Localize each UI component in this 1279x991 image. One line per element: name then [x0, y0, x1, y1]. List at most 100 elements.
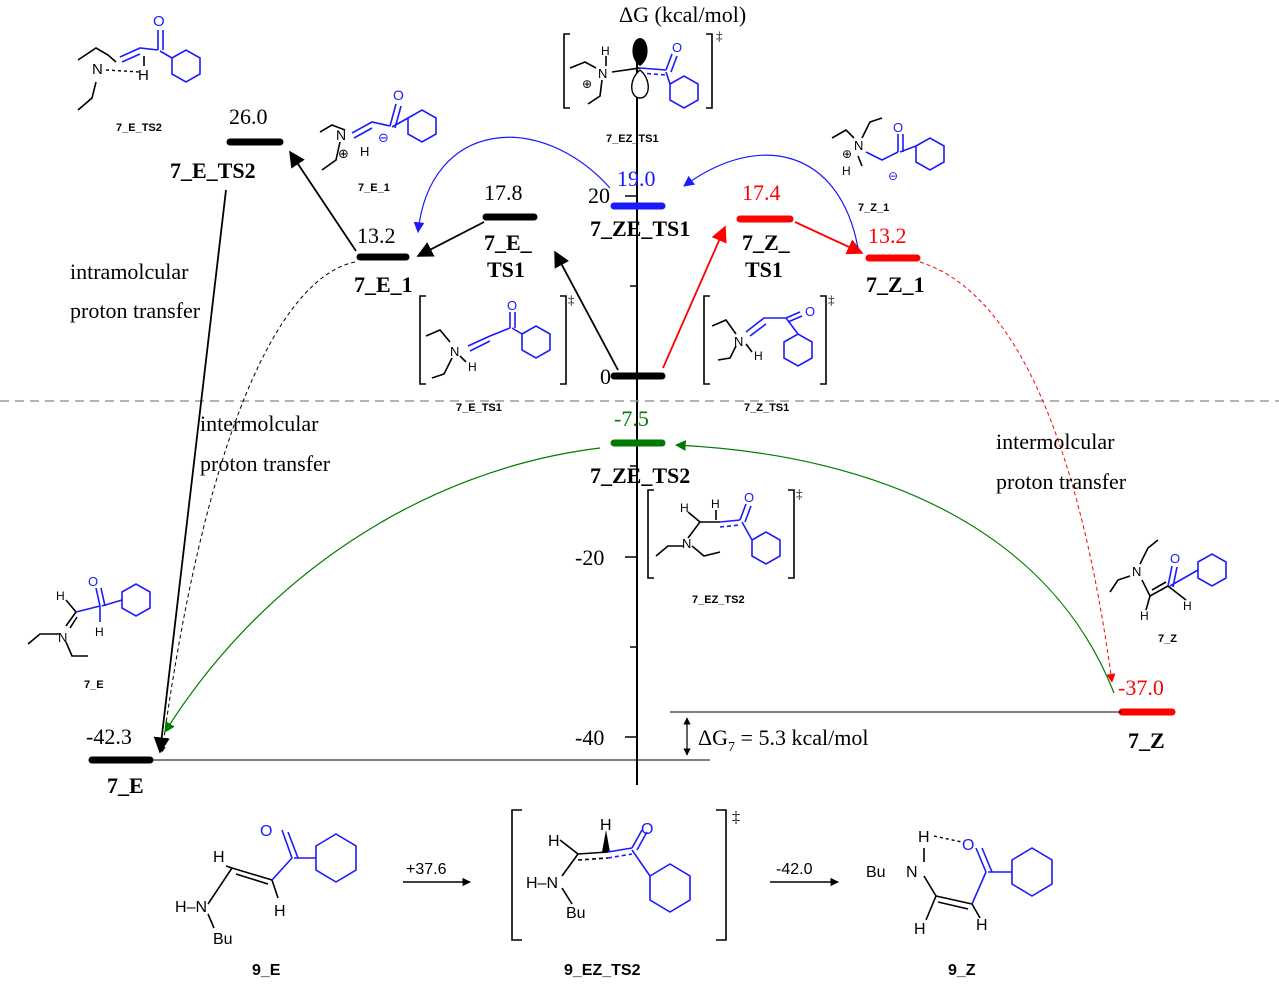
label-s7-EZ-TS1: 7_EZ_TS1	[606, 133, 659, 145]
dagger: ‡	[716, 28, 723, 43]
arrow2-label: -42.0	[776, 861, 813, 878]
atom-h: H	[600, 817, 612, 834]
label-7-E-1: 7_E_1	[354, 272, 413, 297]
atom-plus: ⊕	[582, 77, 592, 91]
atom-bu: Bu	[213, 931, 233, 948]
dagger: ‡	[568, 292, 575, 307]
arrow-7-E-1-to-7-E-dashed	[159, 261, 356, 753]
atom-h: H	[976, 917, 988, 934]
atom-h: H	[138, 67, 149, 84]
label-s7-Z-TS1: 7_Z_TS1	[744, 402, 789, 414]
p-orbital-bottom	[631, 69, 649, 99]
wedge-bond	[602, 830, 610, 852]
label-7-E-TS1-l2: TS1	[487, 257, 525, 282]
atom-o: O	[641, 821, 653, 838]
arrow-start-to-7-E-TS1	[554, 250, 619, 371]
label-s7-E-TS2: 7_E_TS2	[116, 122, 162, 134]
atom-o: O	[805, 304, 815, 319]
atom-bu: Bu	[566, 905, 586, 922]
atom-o: O	[507, 298, 517, 313]
label-7-Z-TS1-l2: TS1	[745, 257, 783, 282]
atom-h: H	[213, 849, 225, 866]
atom-n: N	[598, 66, 607, 81]
atom-h: H	[1140, 609, 1149, 623]
atom-h: H	[754, 349, 763, 363]
delta-g-suffix: = 5.3 kcal/mol	[735, 725, 868, 750]
structure-7-E-1: N ⊕ H O ⊖ 7_E_1	[319, 87, 437, 194]
intra-label-l2: proton transfer	[70, 298, 201, 323]
label-7-Z-TS1-l1: 7_Z_	[742, 230, 791, 255]
label-7-Z-1: 7_Z_1	[866, 272, 925, 297]
atom-h: H	[548, 833, 560, 850]
tick-label-m40: -40	[575, 725, 604, 750]
atom-o: O	[1170, 551, 1180, 566]
atom-h: H	[274, 903, 286, 920]
atom-h: H	[1183, 599, 1192, 613]
dagger: ‡	[796, 486, 803, 501]
structure-7-Z: N H H O 7_Z	[1109, 539, 1227, 645]
atom-minus: ⊖	[378, 130, 389, 145]
value-7-E-1: 13.2	[357, 223, 396, 248]
atom-o: O	[260, 823, 272, 840]
h-bond-dashed	[933, 835, 963, 843]
value-7-E-TS1: 17.8	[484, 180, 523, 205]
label-7-E: 7_E	[107, 773, 144, 798]
axis-title: ΔG (kcal/mol)	[619, 2, 746, 27]
atom-h: H	[711, 497, 720, 511]
label-s7-Z-1: 7_Z_1	[858, 202, 889, 214]
arrow1-label: +37.6	[406, 861, 447, 878]
atom-o: O	[393, 87, 404, 103]
delta-g-prefix: ΔG	[698, 725, 728, 750]
value-7-ZE-TS2: -7.5	[614, 406, 649, 431]
atom-o: O	[153, 13, 165, 30]
atom-n: N	[734, 334, 743, 349]
label-7-ZE-TS1: 7_ZE_TS1	[590, 216, 690, 241]
arrow-7-Z-1-to-7-ZE-TS1	[683, 154, 859, 249]
value-7-Z: -37.0	[1118, 675, 1164, 700]
atom-h: H	[468, 360, 477, 374]
arrow-7-Z-1-to-7-Z-dashed	[919, 261, 1116, 683]
atom-h: H	[95, 625, 104, 639]
inter-left-label-l1: intermolcular	[200, 411, 319, 436]
inter-right-label-l2: proton transfer	[996, 469, 1127, 494]
dagger: ‡	[828, 292, 835, 307]
dagger: ‡	[732, 809, 740, 826]
structure-7-E-TS2: N H O 7_E_TS2	[77, 13, 201, 134]
arrow-7-ZE-TS1-to-7-E-1	[413, 136, 611, 234]
structure-7-E-TS1: ‡ N H O 7_E_TS1	[419, 292, 575, 414]
structure-7-E: H N H O 7_E	[27, 574, 151, 691]
arrow-start-to-7-Z-TS1	[662, 225, 727, 369]
label-9-E: 9_E	[252, 962, 281, 979]
atom-n: N	[1132, 564, 1141, 579]
compound-9-EZ-TS2: ‡ H H H–N Bu O 9_EZ_TS2	[511, 809, 740, 979]
tick-label-0: 0	[600, 364, 611, 389]
atom-h: H	[918, 829, 930, 846]
atom-hn: H–N	[526, 875, 558, 892]
atom-o: O	[88, 574, 98, 589]
label-7-Z: 7_Z	[1128, 728, 1165, 753]
value-7-ZE-TS1: 19.0	[617, 166, 656, 191]
label-s7-E: 7_E	[84, 679, 104, 691]
arrow-7-E-1-to-7-E-TS2	[289, 150, 357, 252]
compound-9-E: H H–N H Bu O 9_E	[175, 823, 357, 979]
arrow-7-ZE-TS2-to-7-E	[164, 447, 601, 733]
atom-n: N	[58, 630, 67, 645]
label-s7-E-1: 7_E_1	[358, 182, 390, 194]
tick-label-m20: -20	[575, 545, 604, 570]
label-s7-Z: 7_Z	[1158, 633, 1177, 645]
delta-g-sub: 7	[728, 740, 735, 755]
value-7-Z-TS1: 17.4	[742, 180, 781, 205]
atom-o: O	[962, 837, 974, 854]
label-7-E-TS2: 7_E_TS2	[170, 158, 256, 183]
structure-7-Z-TS1: ‡ N H O 7_Z_TS1	[703, 292, 835, 414]
atom-hn: H–N	[175, 899, 207, 916]
atom-h: H	[914, 921, 926, 938]
atom-h: H	[601, 44, 610, 58]
label-7-E-TS1-l1: 7_E_	[484, 230, 533, 255]
atom-plus: ⊕	[338, 146, 349, 161]
structure-7-Z-1: ⊕ N H O ⊖ 7_Z_1	[831, 117, 945, 214]
value-7-E: -42.3	[86, 724, 132, 749]
arrow-7-Z-TS1-to-7-Z-1	[794, 221, 864, 255]
